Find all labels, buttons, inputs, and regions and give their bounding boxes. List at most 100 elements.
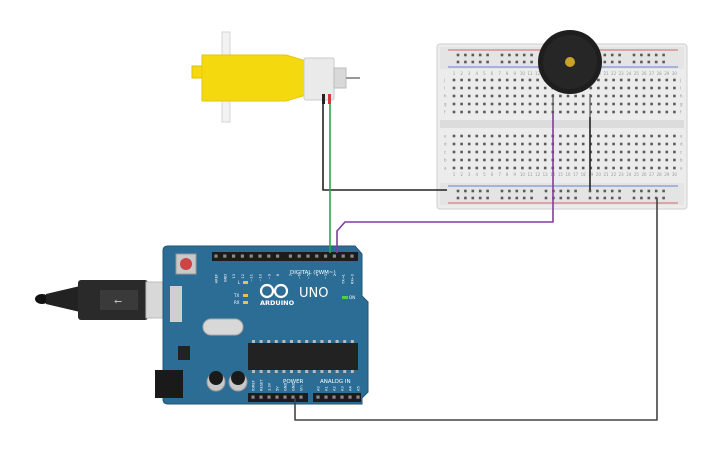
digital-pin-label: RX←0: [351, 273, 355, 284]
hole: [559, 110, 562, 114]
digital-pin[interactable]: [276, 254, 280, 258]
analog-pin[interactable]: [348, 395, 352, 399]
hole: [513, 94, 517, 98]
crystal-oscillator: [202, 318, 244, 336]
digital-pin[interactable]: [223, 254, 227, 258]
hole: [612, 134, 615, 138]
hole: [604, 110, 608, 114]
hole: [665, 102, 669, 106]
digital-pin[interactable]: [332, 254, 336, 258]
power-pin[interactable]: [299, 395, 303, 399]
hole: [642, 142, 646, 146]
digital-pin[interactable]: [341, 254, 345, 258]
hole: [627, 102, 631, 106]
arduino-logo: ARDUINO: [259, 283, 295, 307]
on-led-label: ON: [349, 295, 355, 300]
column-number: 25: [634, 71, 640, 76]
digital-pin[interactable]: [350, 254, 354, 258]
hole: [574, 166, 577, 170]
hole: [619, 150, 623, 154]
bottom-power-rail: [440, 183, 684, 205]
column-number: 28: [657, 172, 663, 177]
dc-gear-motor[interactable]: [191, 31, 360, 123]
wire-motor-to-ground-rail[interactable]: [322, 104, 447, 191]
rail-hole: [530, 53, 533, 57]
analog-pin[interactable]: [316, 395, 320, 399]
rail-hole: [618, 60, 621, 64]
analog-pin[interactable]: [324, 395, 328, 399]
rail-hole: [478, 189, 482, 193]
hole: [665, 78, 669, 82]
hole: [521, 102, 524, 106]
power-pin-label: GND: [291, 383, 295, 391]
hole: [467, 110, 471, 114]
hole: [452, 78, 456, 82]
wire-gnd-to-rail[interactable]: [294, 198, 658, 421]
hole: [619, 94, 623, 98]
rail-hole: [456, 196, 460, 200]
hole: [574, 94, 577, 98]
digital-pin[interactable]: [297, 254, 301, 258]
row-letter: i: [680, 86, 681, 91]
column-number: 12: [535, 71, 541, 76]
digital-pin[interactable]: [267, 254, 271, 258]
rail-hole: [574, 189, 577, 193]
power-pin[interactable]: [251, 395, 255, 399]
digital-pin[interactable]: [249, 254, 253, 258]
hole: [452, 110, 456, 114]
digital-pin[interactable]: [288, 254, 292, 258]
analog-pin[interactable]: [340, 395, 344, 399]
hole: [589, 102, 593, 106]
hole: [467, 86, 471, 90]
hole: [589, 94, 593, 98]
usb-cable[interactable]: ⭠: [35, 280, 173, 320]
digital-pin-label: ~11: [250, 274, 254, 282]
hole: [559, 94, 562, 98]
digital-pin-label: ~10: [259, 273, 263, 281]
digital-pin[interactable]: [306, 254, 310, 258]
column-number: 27: [649, 71, 655, 76]
chip-pin: [335, 370, 339, 373]
hole: [619, 102, 623, 106]
rail-hole: [603, 196, 607, 200]
reset-button[interactable]: [180, 258, 192, 270]
analog-pin[interactable]: [356, 395, 360, 399]
hole: [574, 158, 577, 162]
chip-pin: [259, 370, 263, 373]
rail-hole: [456, 189, 460, 193]
wire-buzzer-to-pin-2[interactable]: [336, 113, 554, 253]
digital-pin[interactable]: [214, 254, 218, 258]
hole: [673, 102, 676, 106]
tx-led: [243, 294, 248, 297]
l-led: [243, 281, 248, 284]
digital-pin[interactable]: [324, 254, 328, 258]
digital-pin[interactable]: [315, 254, 319, 258]
hole: [498, 150, 501, 154]
analog-pin[interactable]: [332, 395, 336, 399]
rail-hole: [544, 196, 548, 200]
power-pin[interactable]: [275, 395, 279, 399]
hole: [475, 102, 479, 106]
power-pin[interactable]: [291, 395, 295, 399]
power-pin[interactable]: [283, 395, 287, 399]
motor-can: [303, 57, 335, 101]
power-pin-label: 3.3V: [267, 382, 271, 391]
power-pin[interactable]: [259, 395, 263, 399]
digital-pin[interactable]: [232, 254, 236, 258]
hole: [505, 110, 509, 114]
digital-header: [212, 252, 358, 261]
digital-pin[interactable]: [258, 254, 262, 258]
digital-pin[interactable]: [240, 254, 244, 258]
power-pin[interactable]: [267, 395, 271, 399]
column-number: 10: [520, 172, 526, 177]
column-number: 8: [506, 172, 509, 177]
hole: [619, 166, 623, 170]
hole: [635, 166, 638, 170]
hole: [597, 94, 600, 98]
column-number: 7: [498, 71, 501, 76]
rail-hole: [530, 189, 533, 193]
piezo-buzzer[interactable]: [538, 30, 602, 94]
row-letter: i: [444, 86, 445, 91]
